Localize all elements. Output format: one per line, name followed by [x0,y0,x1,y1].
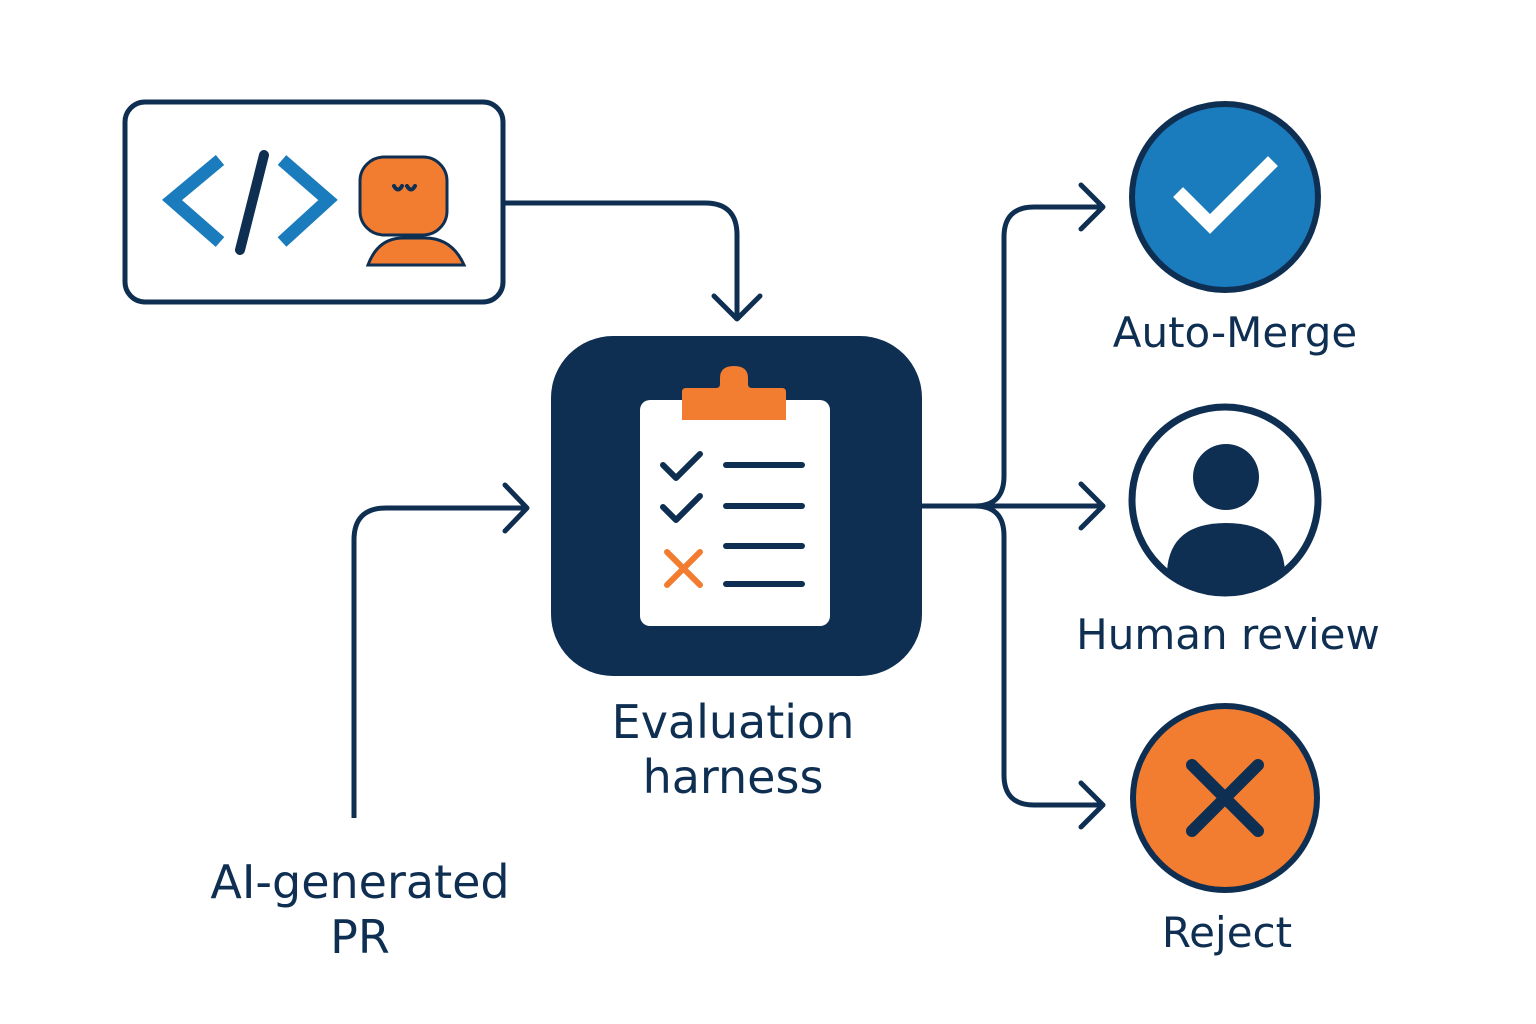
x-circle-icon [1186,759,1264,837]
user-circle-icon [1167,444,1285,593]
human-review-node [1128,403,1322,597]
reject-label: Reject [1161,908,1293,957]
source-box [122,99,506,305]
robot-icon [358,155,467,267]
clipboard-checklist-icon [640,366,830,626]
pr-label-line2: PR [330,910,390,965]
check-circle-icon [1173,156,1278,234]
auto-merge-node [1129,101,1321,293]
harness-label-line2: harness [642,750,824,805]
harness-label-line1: Evaluation [611,695,855,749]
pr-label-line1: AI-generated [210,855,510,909]
pr-label: AI-generated PR [160,855,560,965]
human-review-label: Human review [1076,610,1380,659]
arrow-pr-to-harness [351,482,530,818]
reject-node [1130,703,1320,893]
auto-merge-label: Auto-Merge [1112,308,1358,357]
arrow-source-to-harness [503,200,763,322]
output-branches [922,182,1106,830]
harness-label: Evaluation harness [533,695,933,805]
code-icon [161,150,338,255]
evaluation-harness-box [551,336,922,676]
